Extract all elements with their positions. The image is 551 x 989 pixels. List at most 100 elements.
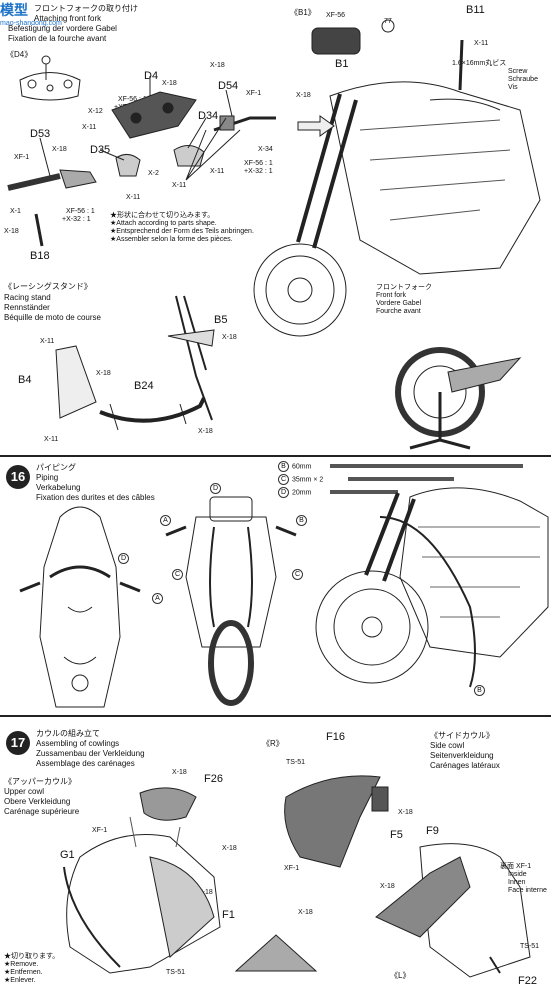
step16-title-en: Piping	[36, 473, 59, 482]
code-x11: X-11	[126, 194, 141, 201]
stand-b5	[175, 295, 213, 421]
code-xf56: XF-56 : 1	[244, 160, 273, 167]
step17-panel: 17 カウルの組み立て Assembling of cowlings Zussa…	[0, 717, 551, 989]
front-wheel-drawing	[253, 243, 347, 337]
callout-a: A	[160, 515, 171, 526]
label-d54: D54	[218, 80, 239, 92]
pipe-b-letter: B	[278, 461, 289, 472]
side-cowl-en: Side cowl	[430, 741, 465, 750]
label-b5: B5	[214, 314, 228, 326]
callout-d: D	[210, 483, 221, 494]
code-x18: X-18	[162, 80, 177, 87]
code-x11: X-11	[474, 40, 489, 47]
code-x32: +X-32 : 1	[62, 216, 91, 223]
step16-drawing	[19, 487, 549, 708]
brake-line	[379, 516, 476, 688]
inside-jp: 裏面 XF-1	[500, 863, 532, 870]
part-f26	[139, 787, 197, 821]
b1-ref: 《B1》	[290, 8, 316, 17]
step-number-17: 17	[6, 731, 30, 755]
code-x32: +X-32 : 1	[244, 168, 273, 175]
code-x12: X-12	[88, 108, 103, 115]
step17-title-fr: Assemblage des carénages	[36, 759, 135, 768]
part-f9	[375, 856, 471, 938]
watermark-chars: 模型	[0, 2, 28, 18]
fork-title-en: Attaching front fork	[34, 14, 102, 23]
front-fork-jp: フロントフォーク	[376, 284, 432, 291]
label-f5: F5	[390, 829, 403, 841]
code-x2: X-2	[148, 170, 159, 177]
side-cowl-jp: 《サイドカウル》	[430, 731, 494, 740]
pipe-c-length: 35mm × 2	[292, 476, 324, 484]
screw-en: Screw	[508, 68, 528, 75]
label-f26: F26	[204, 773, 223, 785]
stand-b4	[55, 345, 97, 419]
code-xf56: XF-56 : 1	[66, 208, 95, 215]
code-ts51: TS-51	[286, 759, 306, 766]
code-x11: X-11	[210, 168, 225, 175]
side-front-wheel	[315, 570, 429, 684]
part-f1-front	[234, 934, 318, 972]
d4-ref: 《D4》	[6, 50, 33, 59]
code-ts51: TS-51	[166, 969, 186, 976]
front-fork-fr: Fourche avant	[376, 308, 421, 315]
upper-cowl-de: Obere Verkleidung	[4, 797, 71, 806]
step16-title-de: Verkabelung	[36, 483, 81, 492]
step17-title-jp: カウルの組み立て	[36, 729, 100, 738]
step16-panel: 16 パイピング Piping Verkabelung Fixation des…	[0, 457, 551, 715]
remove-de: ★Entfernen.	[4, 969, 43, 976]
swingarm-drawing	[447, 357, 522, 393]
step15-panel: 模型 mao-shandong.com フロントフォークの取り付け Attach…	[0, 0, 551, 455]
label-b11: B11	[466, 4, 485, 16]
pipe-d-letter: D	[278, 487, 289, 498]
step16-title-jp: パイピング	[36, 463, 76, 472]
bridge-d4-drawing	[111, 91, 197, 139]
label-b4: B4	[18, 374, 32, 386]
shape-note-en: ★Attach according to parts shape.	[110, 220, 217, 227]
upper-cowl-fr: Carénage supérieure	[4, 807, 80, 816]
pipe-d-length: 20mm	[292, 489, 312, 497]
callout-d: D	[118, 553, 129, 564]
pipe-c-bar	[348, 477, 454, 481]
code-xf1: XF-1	[92, 827, 108, 834]
code-x18: X-18	[222, 845, 237, 852]
label-d34: D34	[198, 110, 219, 122]
label-f16: F16	[326, 731, 345, 743]
side-cowl-l-drawing	[419, 843, 531, 978]
bike-top-view	[39, 506, 121, 708]
bike-front-view	[185, 516, 277, 648]
code-ts51: TS-51	[520, 943, 540, 950]
l-ref: 《L》	[390, 971, 411, 980]
code-x34: X-34	[258, 146, 273, 153]
separator-2	[0, 715, 551, 717]
code-xf56: XF-56 : 1	[118, 96, 147, 103]
code-x18: X-18	[4, 228, 19, 235]
front-fork-de: Vordere Gabel	[376, 300, 422, 307]
label-f22: F22	[518, 975, 537, 987]
code-x18: X-18	[172, 769, 187, 776]
gauge-drawing	[311, 27, 361, 55]
pipe-b-length: 60mm	[292, 463, 312, 471]
label-f9: F9	[426, 825, 439, 837]
inside-en: Inside	[508, 871, 527, 878]
clamp-d35	[115, 154, 141, 177]
step16-title-fr: Fixation des durites et des câbles	[36, 493, 155, 502]
code-x11: X-11	[172, 182, 187, 189]
code-x11: X-11	[44, 436, 59, 443]
side-cowl-de: Seitenverkleidung	[430, 751, 494, 760]
windscreen-g1	[63, 866, 121, 968]
separator-1	[0, 455, 551, 457]
fork-drawing	[296, 93, 358, 249]
watermark-logo: 模型 mao-shandong.com	[0, 0, 62, 27]
r-ref: 《R》	[262, 739, 284, 748]
callout-b: B	[474, 685, 485, 696]
stand-b24	[99, 397, 206, 423]
pipe-d-bar	[330, 490, 398, 494]
code-x18: X-18	[198, 889, 213, 896]
stand-on-bike	[409, 392, 471, 450]
code-x18: X-18	[398, 809, 413, 816]
callout-a: A	[152, 593, 163, 604]
pipe-b-bar	[330, 464, 523, 468]
